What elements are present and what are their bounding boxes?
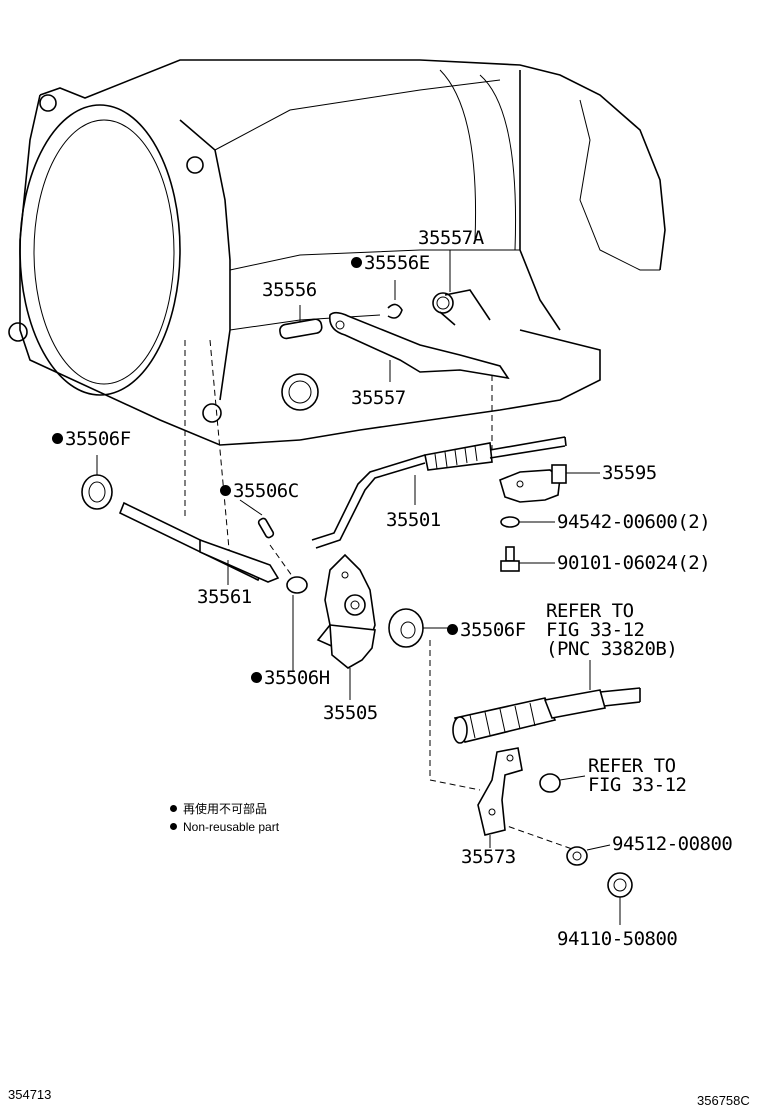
- label-35506F-left-text: 35506F: [65, 428, 131, 450]
- seal-35506F-right: [388, 608, 448, 648]
- label-35557A: 35557A: [418, 227, 484, 249]
- detent-plate-35505: [316, 553, 376, 700]
- bolt-90101: [500, 546, 555, 572]
- non-reusable-dot-icon: [170, 823, 177, 830]
- spring-35557A: [432, 250, 491, 326]
- label-35556E-text: 35556E: [364, 252, 430, 274]
- catalog-number-left: 354713: [8, 1087, 52, 1102]
- clamp-35595: [499, 464, 600, 503]
- label-refer-2-line1: REFER TO: [588, 755, 676, 777]
- label-35557: 35557: [351, 387, 406, 409]
- label-35573: 35573: [461, 846, 516, 868]
- washer-94542: [500, 516, 555, 528]
- label-94512: 94512-00800: [612, 833, 733, 855]
- label-35506H: 35506H: [251, 668, 330, 689]
- label-35506F-left: 35506F: [52, 429, 131, 450]
- pin-35556: [279, 305, 323, 340]
- label-35556E: 35556E: [351, 253, 430, 274]
- label-35506C: 35506C: [220, 481, 299, 502]
- non-reusable-dot-icon: [351, 257, 362, 268]
- nut-94110: [607, 872, 633, 925]
- label-35556: 35556: [262, 279, 317, 301]
- seal-35506F-left: [81, 455, 113, 510]
- label-35506F-right: 35506F: [447, 620, 526, 641]
- shaft-35561: [118, 501, 280, 585]
- non-reusable-dot-icon: [220, 485, 231, 496]
- non-reusable-dot-icon: [447, 624, 458, 635]
- lever-35557: [328, 311, 510, 382]
- label-94542: 94542-00600(2): [557, 511, 711, 533]
- label-refer-1-line1: REFER TO: [546, 600, 634, 622]
- non-reusable-dot-icon: [251, 672, 262, 683]
- label-35506H-text: 35506H: [264, 667, 330, 689]
- label-refer-1-line3: (PNC 33820B): [546, 638, 678, 660]
- label-90101: 90101-06024(2): [557, 552, 711, 574]
- legend-jp: 再使用不可部品: [170, 801, 267, 817]
- label-35506F-right-text: 35506F: [460, 619, 526, 641]
- label-35595: 35595: [602, 462, 657, 484]
- catalog-number-right: 356758C: [697, 1093, 750, 1108]
- label-35505: 35505: [323, 702, 378, 724]
- label-35561: 35561: [197, 586, 252, 608]
- label-35506C-text: 35506C: [233, 480, 299, 502]
- transmission-cable: [452, 660, 641, 744]
- label-94110: 94110-50800: [557, 928, 678, 950]
- bushing-35506H: [286, 576, 308, 672]
- rod-35501: [311, 436, 567, 549]
- non-reusable-dot-icon: [52, 433, 63, 444]
- pin-35506C: [239, 499, 275, 539]
- legend-jp-text: 再使用不可部品: [183, 802, 268, 816]
- bracket-35573: [477, 747, 523, 848]
- label-35501: 35501: [386, 509, 441, 531]
- clip-35556E: [387, 280, 403, 319]
- nut-94512: [566, 844, 611, 866]
- legend-en-text: Non-reusable part: [183, 820, 280, 834]
- transmission-housing: [8, 59, 666, 446]
- label-refer-2-line2: FIG 33-12: [588, 774, 687, 796]
- legend-en: Non-reusable part: [170, 819, 279, 835]
- nut-refer: [539, 773, 586, 793]
- label-refer-1-line2: FIG 33-12: [546, 619, 645, 641]
- non-reusable-dot-icon: [170, 805, 177, 812]
